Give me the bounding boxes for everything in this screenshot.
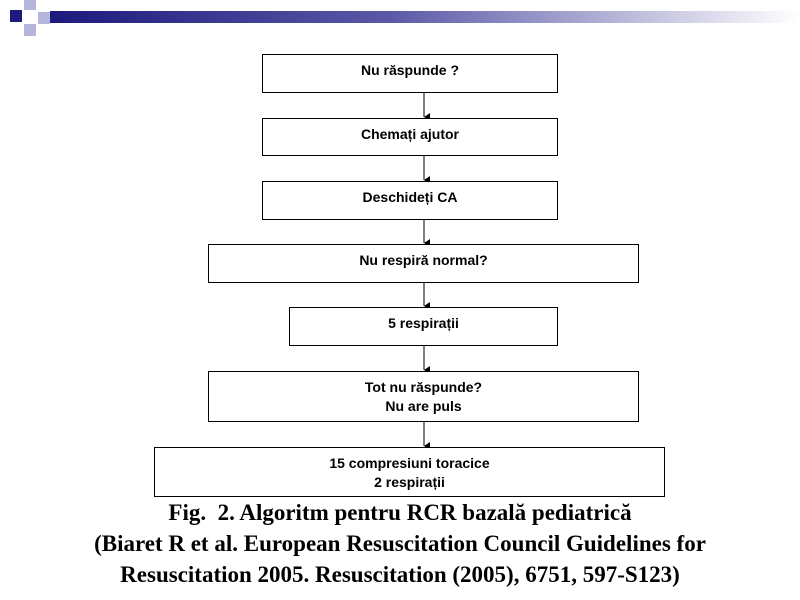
step-five-breaths: 5 respirații bbox=[289, 307, 558, 346]
step-text: Chemați ajutor bbox=[360, 126, 459, 142]
lavender-square bbox=[38, 12, 50, 24]
step-text: 5 respirații bbox=[388, 315, 459, 331]
caption-line-3: Resuscitation 2005. Resuscitation (2005)… bbox=[120, 562, 680, 587]
step-open-airway: Deschideți CA bbox=[262, 181, 558, 220]
step-text-line-2: 2 respirații bbox=[374, 474, 445, 490]
caption-line-2: (Biaret R et al. European Resuscitation … bbox=[94, 531, 706, 556]
step-text: Deschideți CA bbox=[362, 189, 458, 205]
step-still-unresponsive: Tot nu răspunde? Nu are puls bbox=[208, 371, 639, 422]
step-compressions: 15 compresiuni toracice 2 respirații bbox=[154, 447, 665, 497]
step-text-line-2: Nu are puls bbox=[385, 398, 462, 414]
decorative-header-bar bbox=[0, 0, 800, 36]
step-text-line-1: 15 compresiuni toracice bbox=[329, 455, 490, 471]
navy-square bbox=[10, 10, 22, 22]
step-no-response: Nu răspunde ? bbox=[262, 54, 558, 93]
white-square bbox=[0, 24, 10, 36]
lavender-square bbox=[24, 24, 36, 36]
lavender-square bbox=[24, 0, 36, 10]
step-text: Nu respiră normal? bbox=[359, 252, 488, 268]
caption-line-1: Fig. 2. Algoritm pentru RCR bazală pedia… bbox=[168, 500, 632, 525]
step-text: Nu răspunde ? bbox=[360, 62, 459, 78]
step-text-line-1: Tot nu răspunde? bbox=[364, 379, 483, 395]
step-call-help: Chemați ajutor bbox=[262, 118, 558, 156]
gradient-stripe bbox=[50, 11, 800, 23]
figure-caption: Fig. 2. Algoritm pentru RCR bazală pedia… bbox=[0, 497, 800, 590]
step-not-breathing: Nu respiră normal? bbox=[208, 244, 639, 283]
